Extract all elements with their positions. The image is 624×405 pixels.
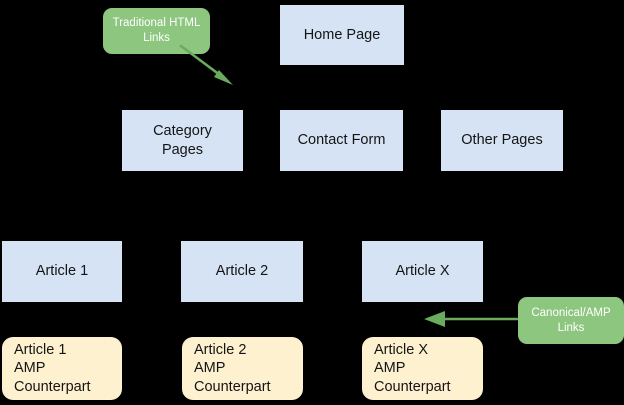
node-article-2[interactable]: Article 2 — [181, 241, 303, 302]
node-article-1-amp-counterpart[interactable]: Article 1 AMP Counterpart — [2, 337, 122, 400]
node-article-2-amp-counterpart[interactable]: Article 2 AMP Counterpart — [182, 337, 303, 400]
node-other-pages[interactable]: Other Pages — [441, 110, 563, 171]
callout-traditional-html-links[interactable]: Traditional HTML Links — [103, 8, 210, 54]
node-article-x[interactable]: Article X — [362, 241, 483, 302]
node-article-1[interactable]: Article 1 — [2, 241, 122, 302]
node-article-x-amp-counterpart[interactable]: Article X AMP Counterpart — [362, 337, 483, 400]
node-contact-form[interactable]: Contact Form — [280, 110, 403, 171]
node-category-pages[interactable]: Category Pages — [122, 110, 243, 171]
callout-canonical-amp-links[interactable]: Canonical/AMP Links — [518, 297, 624, 344]
node-home-page[interactable]: Home Page — [280, 5, 404, 65]
arrow-canonical-amp-links-icon — [424, 311, 519, 327]
